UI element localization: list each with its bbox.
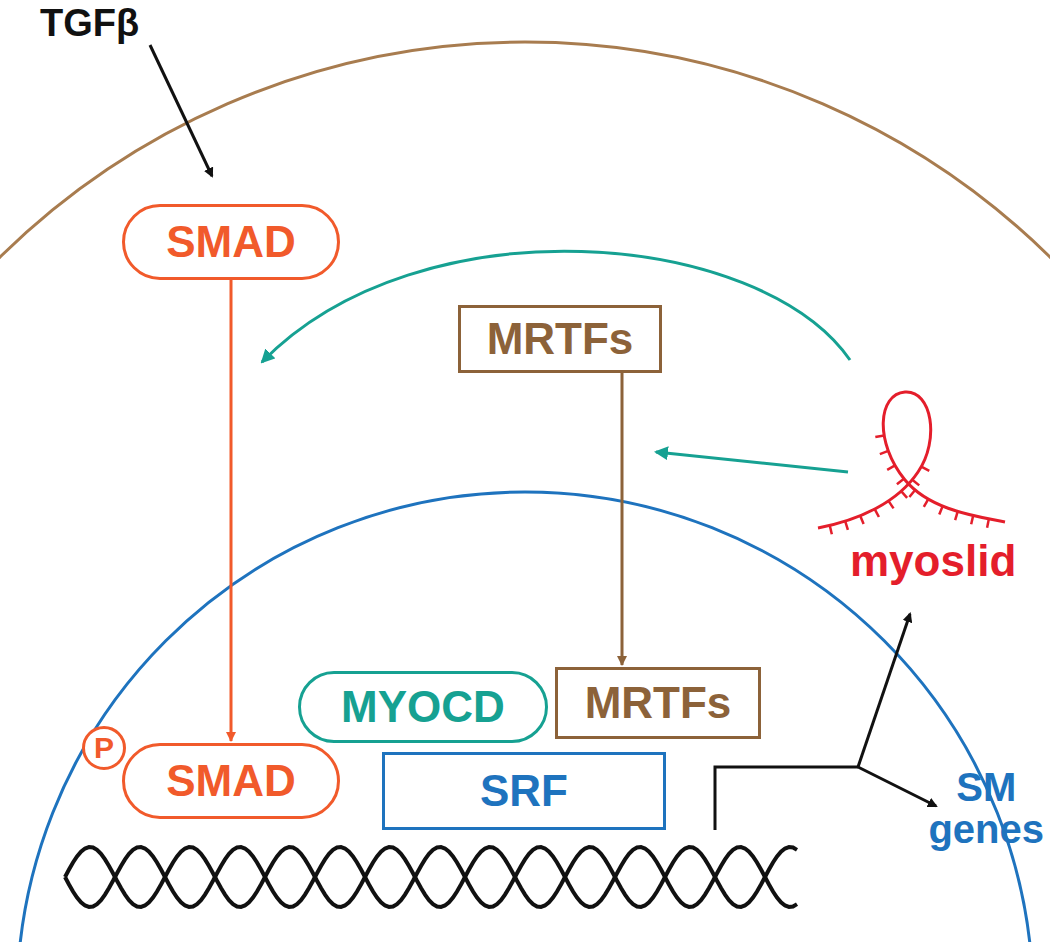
protein-pill: SMAD bbox=[122, 204, 340, 280]
nucleus-envelope bbox=[17, 492, 1033, 942]
rna-base bbox=[955, 511, 958, 520]
phospho-circle: P bbox=[82, 726, 126, 770]
node-label: SMAD bbox=[166, 759, 296, 803]
protein-box: MRTFs bbox=[555, 667, 761, 739]
dna-helix bbox=[65, 847, 797, 907]
rna-label: myoslid bbox=[850, 538, 1016, 584]
rna-base bbox=[830, 525, 832, 534]
rna-base bbox=[921, 467, 929, 471]
rna-base bbox=[880, 451, 888, 454]
node-label: MYOCD bbox=[341, 685, 505, 729]
transcription-arrow bbox=[858, 614, 910, 767]
rna-base bbox=[939, 506, 942, 514]
rna-base bbox=[924, 499, 928, 507]
node-label: P bbox=[94, 733, 114, 763]
protein-pill: MYOCD bbox=[298, 671, 548, 743]
rna-base bbox=[875, 435, 884, 437]
regulation-arrow bbox=[656, 452, 848, 472]
node-label: MRTFs bbox=[585, 681, 732, 725]
rna-strand bbox=[818, 392, 1005, 528]
translocation-arrow bbox=[230, 280, 233, 741]
rna-base bbox=[901, 491, 907, 498]
gene-label: SM genes bbox=[928, 766, 1044, 850]
rna-base bbox=[912, 480, 919, 486]
rna-base bbox=[845, 521, 848, 530]
rna-bases bbox=[830, 435, 989, 534]
node-label: MRTFs bbox=[487, 317, 634, 361]
ligand-label: TGFβ bbox=[40, 4, 139, 44]
dna-strand bbox=[65, 847, 797, 907]
rna-base bbox=[860, 516, 863, 524]
rna-base bbox=[909, 490, 915, 497]
rna-base bbox=[875, 509, 879, 517]
node-label: SMAD bbox=[166, 220, 296, 264]
dna-binding-box: SRF bbox=[382, 752, 666, 830]
node-label: SRF bbox=[480, 769, 568, 813]
signal-arrow bbox=[150, 45, 212, 176]
rna-base bbox=[971, 516, 973, 525]
rna-base bbox=[897, 479, 904, 485]
rna-base bbox=[888, 501, 893, 508]
protein-pill: SMAD bbox=[122, 743, 340, 819]
dna-strand bbox=[65, 847, 797, 907]
translocation-arrow bbox=[621, 373, 624, 665]
rna-base bbox=[987, 519, 989, 528]
rna-base bbox=[887, 465, 895, 469]
protein-box: MRTFs bbox=[458, 305, 662, 373]
transcription-arrow bbox=[715, 767, 858, 830]
transcription-arrow bbox=[858, 767, 936, 806]
